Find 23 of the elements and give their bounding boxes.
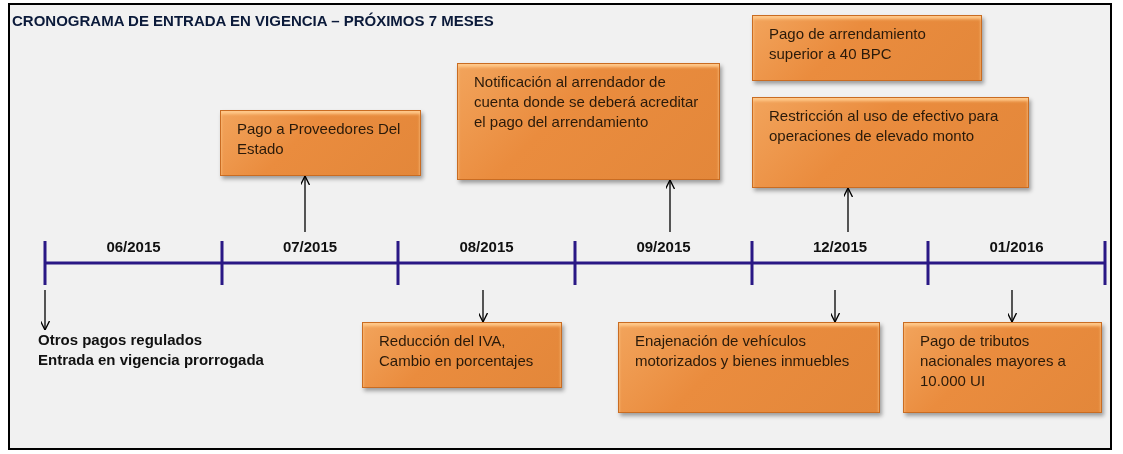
arrow — [1006, 289, 1018, 323]
month-label: 07/2015 — [281, 238, 339, 255]
arrow — [664, 179, 676, 233]
event-box: Enajenación de vehículos motorizados y bienes inmuebles — [618, 322, 880, 413]
arrow — [842, 187, 854, 233]
diagram-title: CRONOGRAMA DE ENTRADA EN VIGENCIA – PRÓXIMOS 7 MESES — [12, 12, 494, 29]
event-box: Pago a Proveedores Del Estado — [220, 110, 421, 176]
month-label: 06/2015 — [105, 238, 162, 255]
event-box: Restricción al uso de efectivo para operaciones de elevado monto — [752, 97, 1029, 188]
arrow — [829, 289, 841, 323]
note-text: Otros pagos regulados — [38, 330, 204, 350]
month-label: 08/2015 — [458, 238, 515, 255]
arrow — [299, 175, 311, 233]
event-box: Reducción del IVA, Cambio en porcentajes — [362, 322, 562, 388]
event-box: Pago de arrendamiento superior a 40 BPC — [752, 15, 982, 81]
month-label: 01/2016 — [988, 238, 1045, 255]
month-label: 09/2015 — [635, 238, 692, 255]
month-label: 12/2015 — [811, 238, 869, 255]
event-box: Notificación al arrendador de cuenta donde se deberá acreditar el pago del arrendamiento — [457, 63, 720, 180]
arrow — [39, 289, 51, 331]
arrow — [477, 289, 489, 323]
event-box: Pago de tributos nacionales mayores a 10.000 UI — [903, 322, 1102, 413]
note-text: Entrada en vigencia prorrogada — [38, 350, 265, 370]
